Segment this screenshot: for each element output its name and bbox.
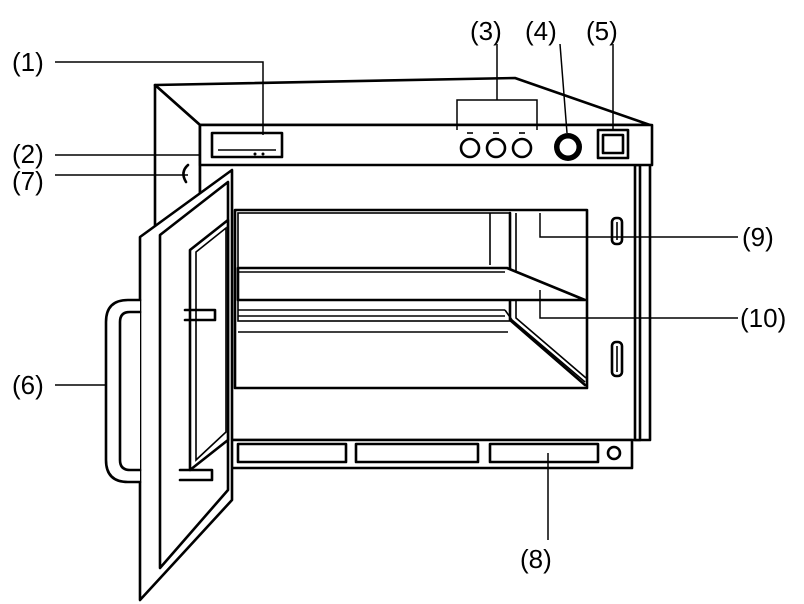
leader-9	[539, 213, 738, 238]
oven-door	[138, 168, 234, 602]
cabinet-top	[153, 76, 652, 127]
leader-1	[55, 61, 264, 135]
leader-4	[559, 43, 568, 134]
indicator-dot-2	[261, 152, 265, 156]
indicator-dot	[253, 152, 257, 156]
door-hook-lower	[178, 468, 214, 482]
door-window	[188, 218, 230, 472]
door-window-inner	[195, 226, 227, 462]
power-button-3	[511, 137, 533, 159]
callout-label-5: (5)	[586, 16, 618, 46]
power-button-2	[485, 137, 507, 159]
leader-lines	[55, 43, 738, 540]
callout-label-9: (9)	[742, 222, 774, 252]
cavity-right-wall-inner	[515, 213, 587, 379]
power-button-1	[459, 137, 481, 159]
callout-label-2: (2)	[12, 139, 44, 169]
cavity-right-wall-top	[508, 211, 587, 387]
callout-label-7: (7)	[12, 166, 44, 196]
power-switch	[601, 133, 625, 155]
filter-panel-1	[236, 442, 348, 464]
control-panel	[198, 123, 654, 167]
door-hook-upper	[183, 308, 217, 322]
filter-screw	[606, 445, 622, 461]
filter-panel-2	[354, 442, 480, 464]
air-filter	[228, 438, 634, 470]
callout-label-10: (10)	[740, 303, 786, 333]
leader-10	[539, 290, 738, 319]
callout-label-3: (3)	[470, 16, 502, 46]
door-handle	[104, 298, 142, 484]
display-window	[210, 131, 284, 159]
door-interlock	[182, 163, 190, 184]
cabinet-right-front	[633, 163, 642, 442]
callout-label-8: (8)	[520, 544, 552, 574]
callout-labels: (1) (2) (7) (3) (4) (5) (6) (9) (10) (8)	[12, 16, 786, 574]
callout-label-4: (4)	[525, 16, 557, 46]
filter-panel-3	[488, 442, 600, 464]
door-handle-inner	[118, 310, 142, 472]
power-level-buttons	[459, 132, 533, 159]
timer-knob-inner	[558, 137, 578, 157]
oven-cavity	[233, 208, 589, 390]
cavity-shelf	[236, 266, 587, 302]
callout-label-1: (1)	[12, 47, 44, 77]
callout-label-6: (6)	[12, 370, 44, 400]
shelf-rail-right	[504, 309, 586, 383]
